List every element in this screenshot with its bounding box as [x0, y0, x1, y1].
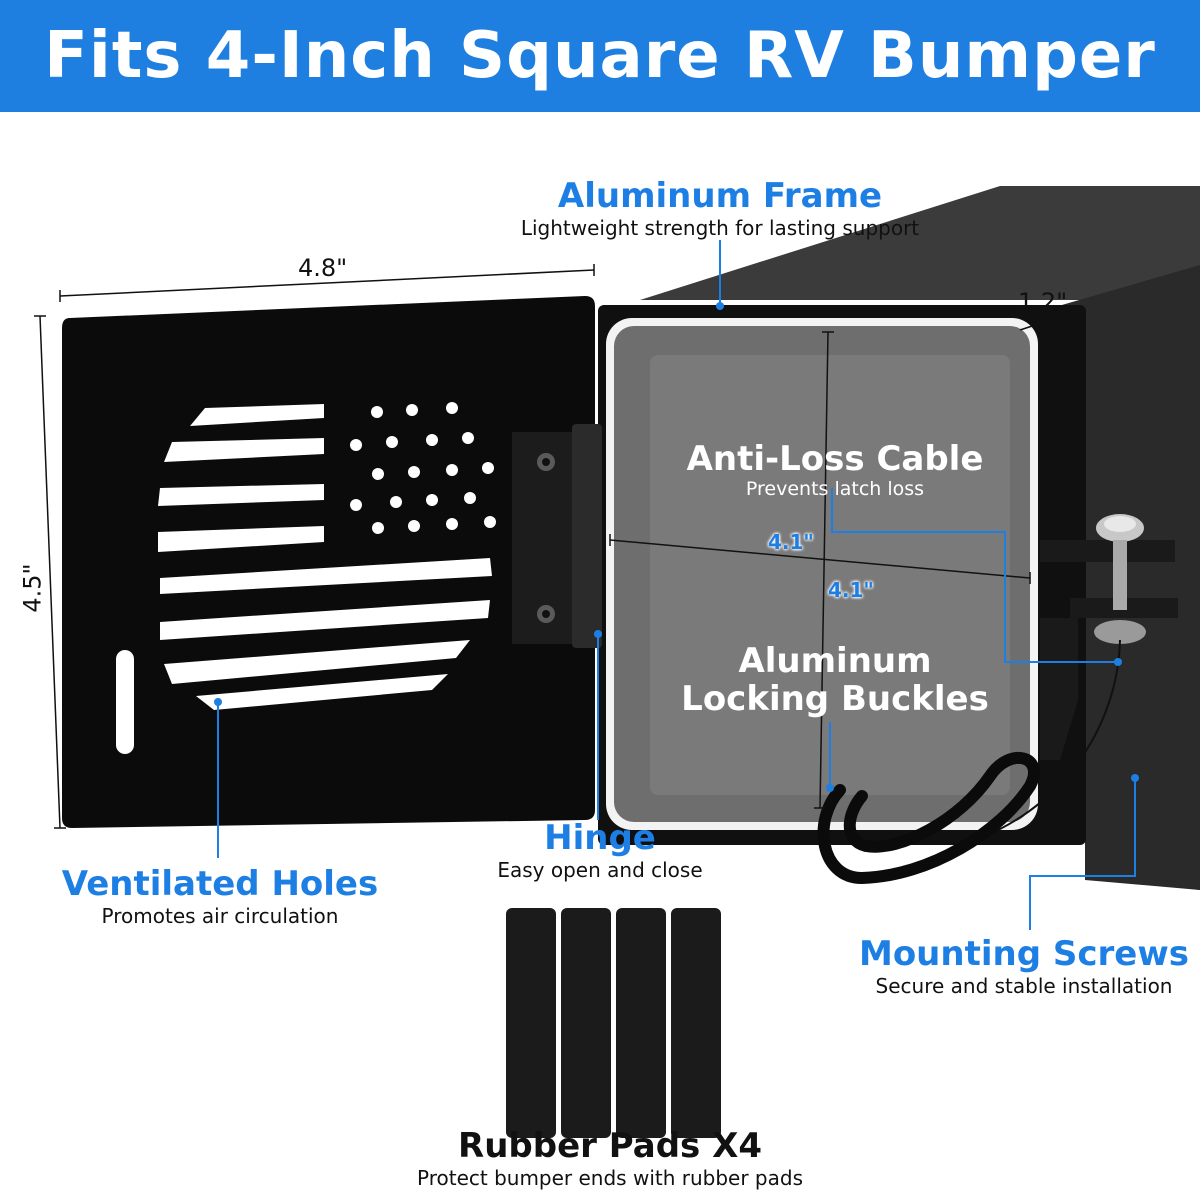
aluminum-frame-callout: Aluminum Frame Lightweight strength for …	[460, 176, 980, 240]
frame-inner	[650, 355, 1010, 795]
hinge-callout: Hinge Easy open and close	[450, 818, 750, 882]
anti-loss-cable	[984, 639, 1121, 837]
dim-inner-width: 4.1"	[828, 578, 874, 602]
anti-loss-cable-title: Anti-Loss Cable	[686, 439, 984, 479]
page-title: Fits 4-Inch Square RV Bumper	[44, 19, 1156, 93]
ventilated-holes-title: Ventilated Holes	[61, 864, 379, 904]
callout-leaders	[217, 240, 1136, 930]
locking-buckles-callout: Aluminum Locking Buckles	[640, 642, 1030, 718]
dim-frame-depth: 1.2"	[1018, 288, 1068, 316]
hinge-icon	[512, 424, 602, 648]
header-banner: Fits 4-Inch Square RV Bumper	[0, 0, 1200, 112]
rubber-pads-callout: Rubber Pads X4 Protect bumper ends with …	[380, 1126, 840, 1190]
dim-cover-height: 4.5"	[18, 563, 47, 613]
rubber-pads-desc: Protect bumper ends with rubber pads	[417, 1166, 803, 1190]
hinge-title: Hinge	[544, 818, 656, 858]
vent-slot	[116, 650, 134, 754]
star-icon	[350, 402, 496, 534]
ventilated-holes-callout: Ventilated Holes Promotes air circulatio…	[40, 864, 400, 928]
locking-buckles-title-line2: Locking Buckles	[681, 679, 989, 719]
locking-buckles-title-line1: Aluminum	[738, 641, 932, 681]
hinge-desc: Easy open and close	[497, 858, 703, 882]
mounting-screws-desc: Secure and stable installation	[875, 974, 1173, 998]
aluminum-frame-desc: Lightweight strength for lasting support	[520, 216, 920, 240]
rubber-pads	[506, 908, 721, 1138]
dim-inner-height: 4.1"	[768, 530, 814, 554]
dimension-lines	[34, 264, 1076, 829]
bumper-tube-side	[1010, 265, 1200, 890]
dim-cover-width: 4.8"	[298, 254, 348, 282]
flag-cutout-icon	[158, 404, 492, 710]
rubber-pads-title: Rubber Pads X4	[458, 1126, 762, 1166]
mounting-screws-title: Mounting Screws	[858, 934, 1189, 974]
aluminum-frame-title: Aluminum Frame	[557, 176, 883, 216]
mounting-screws-callout: Mounting Screws Secure and stable instal…	[848, 934, 1200, 998]
anti-loss-cable-callout: Anti-Loss Cable Prevents latch loss	[640, 440, 1030, 500]
carabiner-icon	[817, 752, 1040, 885]
screw-icon	[1040, 514, 1178, 760]
callout-dots	[214, 302, 1139, 792]
cover-plate	[62, 296, 595, 828]
anti-loss-cable-desc: Prevents latch loss	[745, 478, 925, 500]
ventilated-holes-desc: Promotes air circulation	[101, 904, 339, 928]
